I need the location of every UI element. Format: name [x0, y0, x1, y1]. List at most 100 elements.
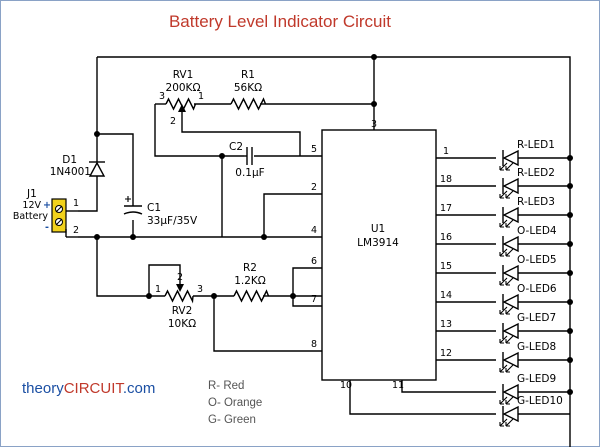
led-triangle [502, 206, 519, 224]
r2-ref-label: R2 [243, 262, 257, 274]
led-label: O-LED4 [517, 225, 557, 237]
led-arrow [505, 418, 514, 427]
u1-right-pin-label: 12 [440, 348, 452, 359]
rv1-ref-label: RV1 [173, 69, 194, 81]
led-arrow [499, 418, 508, 427]
led-arrow [505, 396, 514, 405]
led-9: G-LED9 [499, 373, 556, 405]
rv1-pin3-label: 3 [159, 91, 165, 102]
u1-pin11-label: 11 [392, 380, 404, 391]
led-arrow [499, 162, 508, 171]
brand-logo-post: .com [123, 380, 156, 397]
u1-top-pin-label: 3 [371, 119, 377, 130]
led-arrow [505, 277, 514, 286]
legend-green: G- Green [208, 414, 256, 426]
potentiometer-rv1: RV1 200KΩ 3 1 2 [159, 69, 204, 127]
rv2-value-label: 10KΩ [168, 318, 196, 330]
d1-value-label: 1N4001 [50, 166, 91, 178]
u1-right-pin-label: 14 [440, 290, 452, 301]
battery-voltage-label: 12V [22, 200, 41, 211]
led-label: R-LED1 [517, 139, 555, 151]
brand-logo-mid: CIRCUIT [64, 380, 125, 397]
u1-left-pin-label: 8 [311, 339, 317, 350]
c1-value-label: 33µF/35V [147, 215, 198, 227]
u1-left-pin-label: 4 [311, 225, 317, 236]
led-label: O-LED5 [517, 254, 557, 266]
led-4: O-LED4 [499, 225, 557, 257]
rv1-pin2-label: 2 [170, 116, 176, 127]
rv2-pin1-label: 1 [155, 284, 161, 295]
led-3: R-LED3 [499, 196, 555, 228]
led-label: R-LED2 [517, 167, 555, 179]
capacitor-c1: C1 33µF/35V [123, 196, 198, 227]
led-arrow [505, 364, 514, 373]
u1-left-pin-label: 5 [311, 144, 317, 155]
brand-logo-pre: theory [22, 380, 64, 397]
c1-ref-label: C1 [147, 202, 161, 214]
u1-right-pin-label: 15 [440, 261, 452, 272]
potentiometer-rv2: 1 2 3 RV2 10KΩ [155, 272, 203, 330]
d1-ref-label: D1 [62, 154, 77, 166]
r2-value-label: 1.2KΩ [234, 275, 266, 287]
led-arrow [499, 306, 508, 315]
led-label: R-LED3 [517, 196, 555, 208]
battery-name-label: Battery [13, 211, 49, 222]
resistor-r2: R2 1.2KΩ [233, 262, 270, 303]
resistor-r1: R1 56KΩ [230, 69, 267, 111]
j1-pin2-label: 2 [73, 225, 79, 236]
led-label: G-LED7 [517, 312, 556, 324]
diode-d1: D1 1N4001 [50, 148, 106, 180]
led-triangle [502, 351, 519, 369]
led-label: G-LED9 [517, 373, 556, 385]
led-7: G-LED7 [499, 312, 556, 344]
battery-connector-j1: 12V + Battery - J1 1 2 [13, 188, 79, 238]
led-arrow [499, 277, 508, 286]
led-triangle [502, 235, 519, 253]
u1-ref-label: U1 [371, 223, 385, 235]
led-5: O-LED5 [499, 254, 557, 286]
rv1-pin1-label: 1 [198, 91, 204, 102]
led-triangle [502, 177, 519, 195]
led-triangle [502, 405, 519, 423]
u1-pin10-label: 10 [340, 380, 352, 391]
led-8: G-LED8 [499, 341, 556, 373]
led-label: O-LED6 [517, 283, 557, 295]
rv2-pin2-label: 2 [177, 272, 183, 283]
led-array: R-LED1R-LED2R-LED3O-LED4O-LED5O-LED6G-LE… [499, 139, 563, 427]
led-triangle [502, 322, 519, 340]
led-6: O-LED6 [499, 283, 557, 315]
led-arrow [499, 335, 508, 344]
led-arrow [505, 335, 514, 344]
u1-left-pin-label: 7 [311, 294, 317, 305]
u1-left-pin-label: 2 [311, 182, 317, 193]
j1-ref-label: J1 [26, 188, 37, 200]
r1-ref-label: R1 [241, 69, 255, 81]
j1-pin1-label: 1 [73, 198, 79, 209]
led-arrow [499, 190, 508, 199]
legend-orange: O- Orange [208, 397, 262, 409]
led-arrow [505, 219, 514, 228]
led-1: R-LED1 [499, 139, 555, 171]
led-10: G-LED10 [499, 395, 563, 427]
led-arrow [505, 162, 514, 171]
c2-ref-label: C2 [229, 141, 243, 153]
led-label: G-LED10 [517, 395, 563, 407]
battery-plus-label: + [43, 200, 51, 211]
led-triangle [502, 383, 519, 401]
junction-dots [94, 54, 573, 395]
rv2-ref-label: RV2 [172, 305, 193, 317]
led-triangle [502, 293, 519, 311]
legend-red: R- Red [208, 380, 244, 392]
r1-value-label: 56KΩ [234, 82, 262, 94]
u1-left-pin-label: 6 [311, 256, 317, 267]
led-arrow [499, 396, 508, 405]
capacitor-c2: C2 0.1µF [229, 141, 265, 179]
brand-logo: theoryCIRCUIT.com [22, 380, 155, 397]
c2-value-label: 0.1µF [235, 167, 264, 179]
led-arrow [505, 248, 514, 257]
led-2: R-LED2 [499, 167, 555, 199]
battery-minus-label: - [45, 222, 49, 233]
led-arrow [505, 190, 514, 199]
